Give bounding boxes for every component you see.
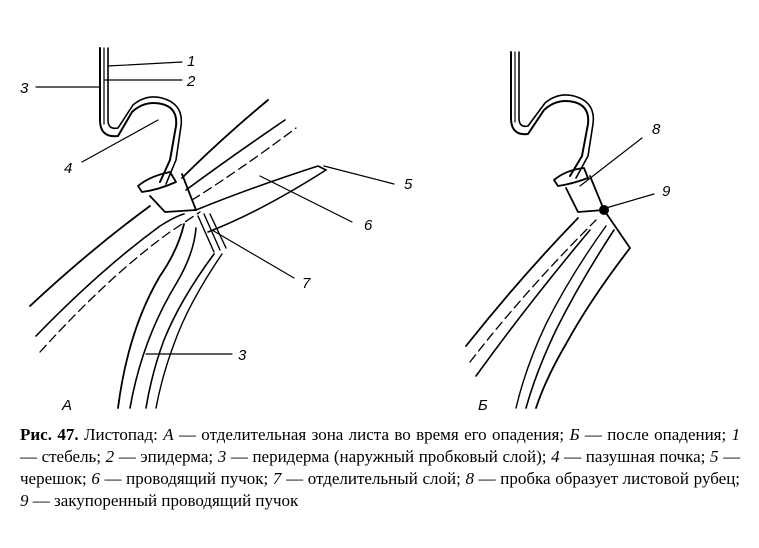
leader-1-a [107, 61, 183, 67]
stem-right-wall-lower-b [535, 247, 631, 409]
axillary-bud-b [553, 167, 589, 187]
axis-outer-upper2-a [185, 119, 286, 191]
label-3-bottom-a: 3 [238, 347, 247, 364]
petiole-lower-edge-a [207, 169, 327, 233]
leader-6-a [259, 175, 353, 223]
leader-9-b [605, 193, 655, 209]
caption-text: — пробка образует листовой рубец; [478, 469, 741, 488]
caption-number: 1 [731, 425, 741, 444]
caption-text: Листопад: [83, 425, 158, 444]
leader-7-a [211, 229, 295, 279]
stem-left-wall-lower-b [465, 217, 579, 347]
label-9-b: 9 [662, 183, 671, 200]
label-6-a: 6 [364, 217, 373, 234]
stem-right-edge-b [603, 209, 631, 249]
caption-text: — после опадения; [584, 425, 727, 444]
stem-right-wall-lower2-b [525, 229, 615, 409]
stem-right-wall-lower2-a [129, 227, 197, 409]
caption-number: 5 [709, 447, 719, 466]
abscission-figure: 1 2 3 4 5 6 7 3 А 8 9 Б [20, 47, 671, 414]
caption-number: 4 [551, 447, 560, 466]
caption-number: 2 [105, 447, 115, 466]
caption-text: — пазушная почка; [564, 447, 706, 466]
leader-4-a [81, 119, 159, 163]
vascular-bundle-dashed-lower-a [39, 211, 201, 353]
stem-left-wall-lower2-b [475, 229, 591, 377]
caption-text: — стебель; [20, 447, 102, 466]
stem-right-wall-lower-a [117, 223, 185, 409]
caption-number: 7 [272, 469, 282, 488]
label-3-top-a: 3 [20, 80, 29, 97]
stem-outer-wall-b [510, 51, 590, 177]
caption-text: — отделительная зона листа во время его … [178, 425, 565, 444]
panel-letter-b: Б [478, 397, 488, 414]
panel-a-drawing [29, 47, 395, 409]
panel-b-drawing [465, 51, 655, 409]
leader-8-b [579, 137, 643, 187]
label-8-b: 8 [652, 121, 661, 138]
petiole-upper-edge-a [195, 165, 327, 211]
petiole-base-a [149, 173, 197, 213]
stem-outer-wall-a [99, 47, 178, 183]
stem-right-wall-lower3-b [515, 225, 607, 409]
stem-left-wall-lower2-a [35, 213, 185, 337]
stem-inner-wall-a [107, 47, 183, 185]
figure-caption: Рис. 47. Листопад: А — отделительная зон… [20, 424, 740, 512]
stem-left-wall-lower-a [29, 205, 151, 307]
caption-text: — проводящий пучок; [104, 469, 269, 488]
stem-inner-wall-b [518, 51, 595, 179]
caption-text: — закупоренный проводящий пучок [32, 491, 299, 510]
leader-5-a [323, 165, 395, 185]
vascular-bundle-dashed-upper-a [191, 127, 297, 201]
caption-number: 3 [217, 447, 227, 466]
axillary-bud-a [137, 171, 177, 193]
caption-text: — перидерма (наружный пробковый слой); [230, 447, 547, 466]
caption-number: 6 [91, 469, 100, 488]
label-2-a: 2 [186, 73, 196, 90]
caption-letter-b: Б [569, 425, 580, 444]
label-1-a: 1 [187, 53, 195, 70]
stem-right-wall-lower4-a [155, 253, 223, 409]
panel-letter-a: А [61, 397, 72, 414]
caption-letter-a: А [163, 425, 174, 444]
caption-text: — отделительный слой; [286, 469, 461, 488]
caption-text: — эпидерма; [118, 447, 214, 466]
vascular-bundle-dashed-b [469, 219, 597, 363]
label-4-a: 4 [64, 160, 72, 177]
leaf-scar-cork-b [565, 175, 605, 213]
label-5-a: 5 [404, 176, 413, 193]
label-7-a: 7 [302, 275, 311, 292]
stem-right-wall-lower3-a [145, 253, 215, 409]
caption-number: 8 [465, 469, 474, 488]
separation-layer-a [197, 213, 227, 253]
caption-figure-number: Рис. 47. [20, 425, 79, 444]
caption-text: — черешок; [20, 447, 741, 488]
axis-outer-upper-a [181, 99, 269, 179]
caption-number: 9 [20, 491, 29, 510]
